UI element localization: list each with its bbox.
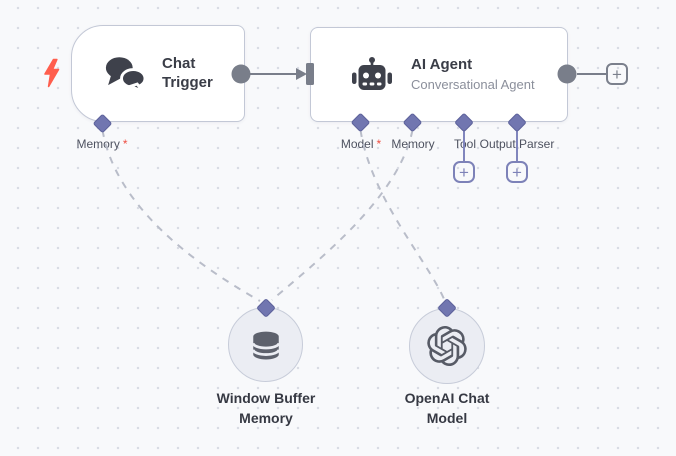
required-asterisk: * — [376, 137, 382, 151]
plus-icon: + — [459, 162, 469, 182]
port-label-tool: Tool — [453, 137, 477, 151]
node-label-openai-chat-model: OpenAI Chat Model — [404, 390, 490, 426]
node-openai-chat-model[interactable] — [409, 308, 485, 384]
connection-arrowhead — [296, 68, 307, 80]
node-title: Chat Trigger — [162, 54, 213, 91]
node-ai-agent[interactable]: AI Agent Conversational Agent — [310, 27, 568, 122]
node-chat-trigger[interactable]: Chat Trigger — [71, 25, 245, 122]
node-label-window-buffer-memory: Window Buffer Memory — [216, 390, 316, 426]
plus-icon: + — [612, 64, 622, 84]
connection-agent-memory-to-window-buffer-memory[interactable] — [271, 129, 414, 301]
connection-agent-model-to-openai-chat-model[interactable] — [359, 129, 445, 300]
node-window-buffer-memory[interactable] — [228, 307, 303, 382]
plus-icon: + — [512, 162, 522, 182]
add-tool-button[interactable]: + — [453, 161, 475, 183]
chat-bubbles-icon — [105, 56, 147, 93]
robot-icon — [352, 56, 392, 90]
port-label-trigger-memory: Memory* — [76, 137, 128, 151]
node-text-block: AI Agent Conversational Agent — [411, 56, 535, 92]
connection-trigger-memory-to-window-buffer-memory[interactable] — [101, 129, 261, 302]
required-asterisk: * — [122, 137, 128, 151]
port-label-model: Model* — [340, 137, 382, 151]
port-label-memory: Memory — [391, 137, 435, 151]
add-node-button[interactable]: + — [606, 63, 628, 85]
node-subtitle: Conversational Agent — [411, 77, 535, 93]
openai-logo-icon — [427, 326, 467, 366]
node-title: AI Agent — [411, 56, 473, 74]
add-output-parser-button[interactable]: + — [506, 161, 528, 183]
lightning-bolt-icon — [44, 58, 60, 88]
database-icon — [251, 331, 280, 359]
port-label-output-parser: Output Parser — [479, 137, 555, 151]
